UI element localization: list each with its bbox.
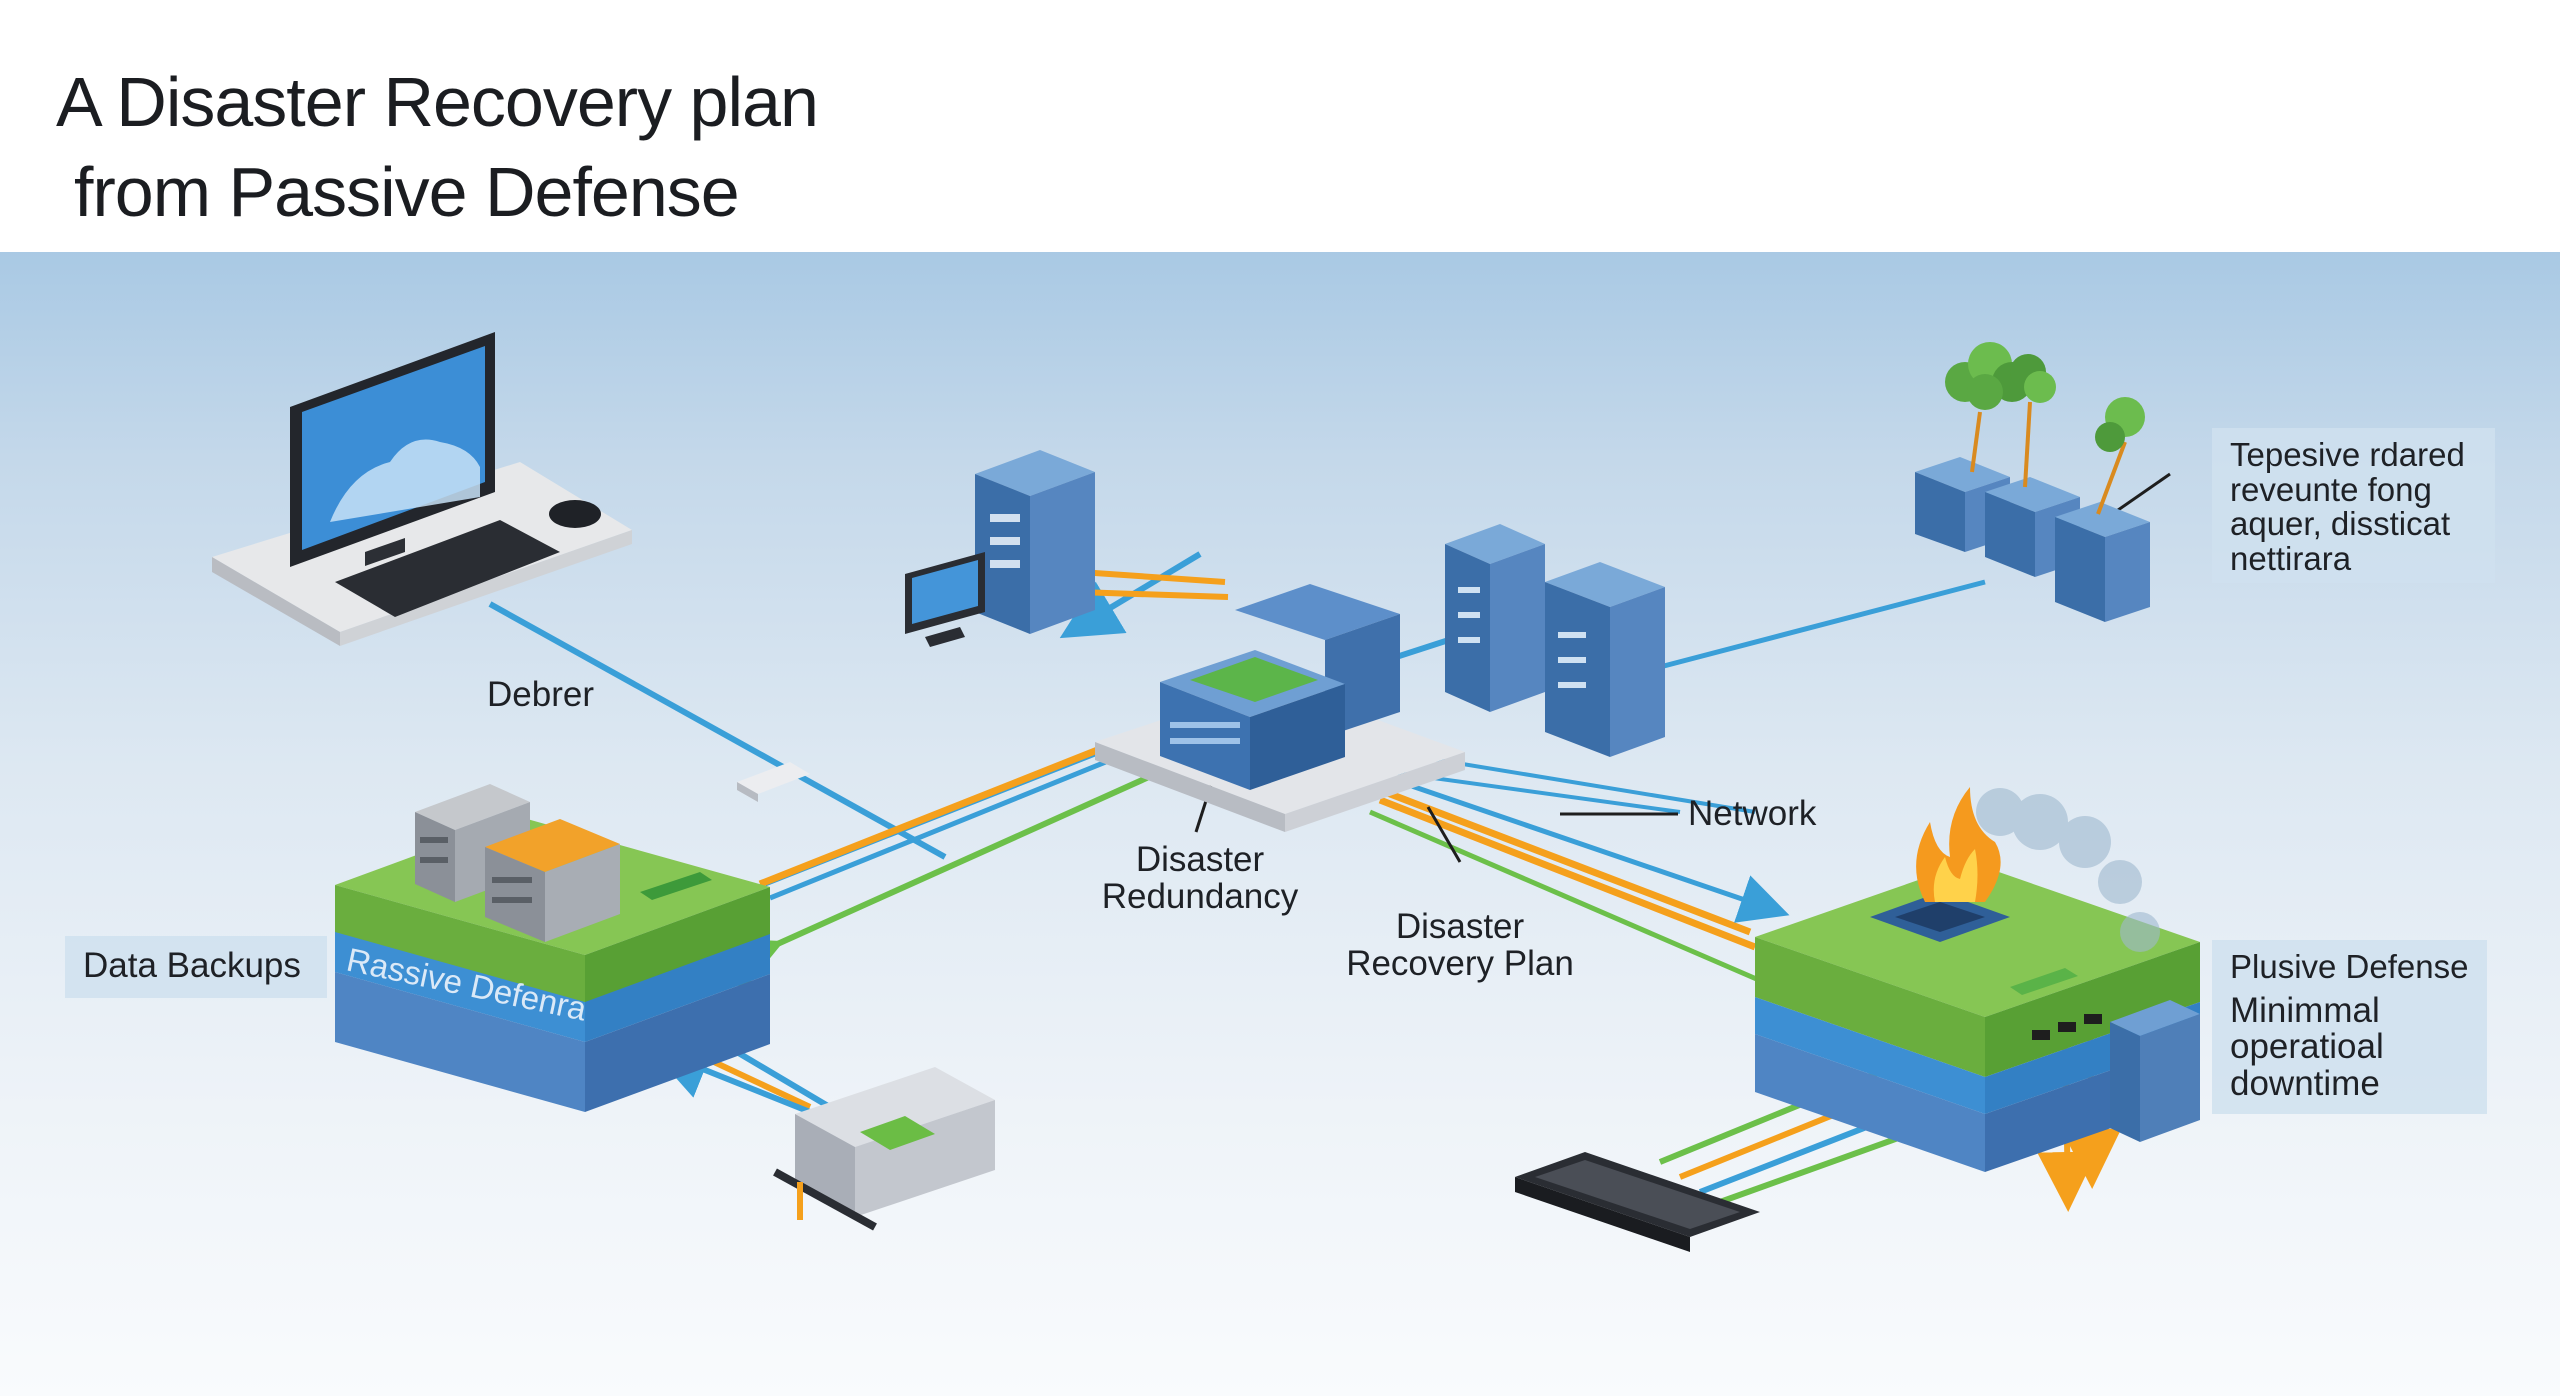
panel-line: nettirara (2230, 539, 2352, 577)
disaster-recovery-plan-line-1: Disaster (1395, 907, 1525, 946)
panel-line: aquer, dissticat (2230, 505, 2451, 543)
connector-box (737, 762, 810, 802)
passive-defense-platform (1755, 862, 2200, 1172)
title-line-1: A Disaster Recovery plan (56, 63, 819, 141)
data-backup-platform: Rassive Defenra (335, 784, 770, 1112)
disaster-recovery-plan-label: Disaster Recovery Plan (1345, 907, 1575, 983)
laptop-monitor-icon (905, 552, 985, 647)
desktop-computer-icon (212, 332, 632, 646)
tree-icon (2095, 397, 2145, 515)
server-rack-twin-icon (1445, 524, 1665, 757)
data-backups-label: Data Backups (65, 936, 327, 998)
smoke-icon (1976, 788, 2160, 952)
top-right-panel: Tepesive rdared reveunte fong aquer, dis… (2212, 428, 2495, 583)
panel-line: operatioal (2230, 1027, 2384, 1067)
network-label: Network (1688, 794, 1817, 833)
data-backups-text: Data Backups (83, 946, 301, 985)
disaster-redundancy-line-2: Redundancy (1101, 876, 1299, 916)
disaster-redundancy-line-1: Disaster (1135, 840, 1265, 879)
disaster-recovery-plan-line-2: Recovery Plan (1346, 943, 1574, 983)
header: A Disaster Recovery plan from Passive De… (0, 0, 2560, 252)
panel-title: Plusive Defense (2230, 948, 2469, 985)
tree-servers-icon (1915, 342, 2150, 622)
bottom-right-panel: Plusive Defense Minimmal operatioal down… (2212, 940, 2487, 1114)
fire-icon (1916, 787, 2001, 902)
printer-icon (773, 1067, 995, 1231)
debrer-label: Debrer (487, 675, 594, 714)
keyboard-icon (1515, 1152, 1760, 1252)
diagram-canvas: Rassive Defenra (212, 332, 2200, 1252)
tree-icon (2010, 354, 2056, 488)
diagram-stage: Rassive Defenra (0, 252, 2560, 1396)
panel-line: Minimmal (2230, 990, 2380, 1030)
server-unit-orange (485, 819, 620, 942)
panel-line: reveunte fong (2230, 470, 2432, 508)
panel-line: downtime (2230, 1064, 2380, 1104)
panel-line: Tepesive rdared (2230, 436, 2465, 473)
title-line-2: from Passive Defense (74, 153, 740, 231)
disaster-redundancy-label: Disaster Redundancy (1100, 840, 1300, 916)
network-switch-icon (1095, 584, 1465, 832)
server-rack-icon (975, 450, 1095, 634)
